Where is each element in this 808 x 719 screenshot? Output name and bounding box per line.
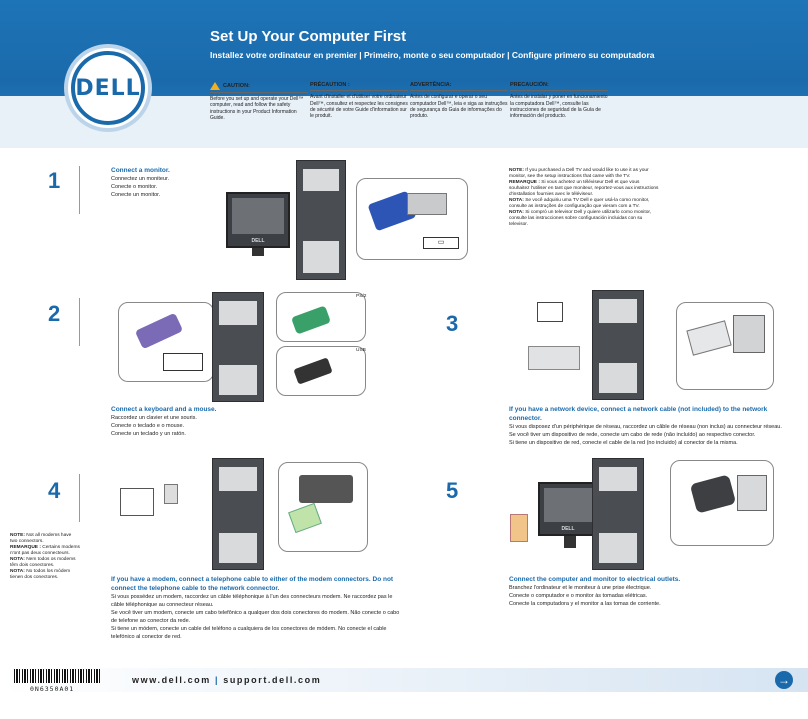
step-2-number: 2 [48, 301, 61, 326]
caution-fr: PRÉCAUTION : Avant d'installer et d'util… [310, 82, 408, 120]
next-arrow-icon[interactable]: → [775, 671, 793, 689]
modem-callout [278, 462, 368, 552]
tower-image-2 [212, 292, 264, 402]
footer-bar [0, 668, 808, 692]
step-4-number: 4 [48, 478, 61, 503]
step-2-text: Connect a keyboard and a mouse. Raccorde… [111, 405, 371, 438]
barcode [14, 669, 100, 683]
step-4-text: If you have a modem, connect a telephone… [111, 576, 400, 640]
logo-text: DELL [71, 51, 145, 125]
support-url-link[interactable]: support.dell.com [223, 675, 322, 685]
usb-label: USB [356, 348, 366, 353]
tower-image-5 [592, 458, 644, 570]
step-5-text: Connect the computer and monitor to elec… [509, 575, 769, 608]
part-number: 0N6350A01 [30, 685, 75, 693]
caution-es: PRECAUCIÓN: Antes de instalar y poner en… [510, 82, 608, 120]
vga-port-icon: ▭ [423, 237, 459, 249]
ps2-label: PS/2 [356, 294, 367, 299]
url-separator: | [215, 675, 220, 685]
step-2-heading: Connect a keyboard and a mouse. [111, 406, 217, 413]
tower-image [296, 160, 346, 280]
footer-urls: www.dell.com | support.dell.com [132, 675, 321, 685]
step-3-text: If you have a network device, connect a … [509, 405, 799, 447]
usb-callout [276, 346, 366, 396]
step-1-notes: NOTE: If you purchased a Dell TV and wou… [509, 168, 659, 227]
step-4-divider [79, 474, 80, 522]
step-1-text: Connect a monitor. Connectez un moniteur… [111, 166, 211, 199]
dell-url-link[interactable]: www.dell.com [132, 675, 211, 685]
network-callout [676, 302, 774, 390]
step-3-number: 3 [446, 311, 459, 336]
network-icon [537, 302, 563, 322]
step-5-number: 5 [446, 478, 459, 503]
tower-image-3 [592, 290, 644, 400]
step-1-divider [79, 166, 80, 214]
dell-logo: DELL [64, 44, 152, 132]
step-1-number: 1 [48, 168, 61, 193]
page-title: Set Up Your Computer First [210, 28, 407, 45]
monitor-image-5: DELL [538, 482, 598, 536]
ps2-keyboard-callout [118, 302, 214, 382]
step-2-divider [79, 298, 80, 346]
step-3-heading: If you have a network device, connect a … [509, 406, 768, 422]
power-callout [670, 460, 774, 546]
warning-icon [210, 82, 220, 90]
caution-pt: ADVERTÊNCIA: Antes de configurar e opera… [410, 82, 508, 120]
monitor-image: DELL [226, 192, 290, 248]
step-5-heading: Connect the computer and monitor to elec… [509, 576, 681, 583]
ps2-mouse-callout [276, 292, 366, 342]
step-4-heading: If you have a modem, connect a telephone… [111, 576, 394, 592]
step-4-notes: NOTE: Not all modems have two connectors… [10, 533, 80, 580]
page-subtitle: Installez votre ordinateur en premier | … [210, 50, 655, 60]
caution-en: CAUTION: Before you set up and operate y… [210, 82, 308, 121]
tower-image-4 [212, 458, 264, 570]
vga-callout: ▭ [356, 178, 468, 260]
step-1-heading: Connect a monitor. [111, 167, 170, 174]
